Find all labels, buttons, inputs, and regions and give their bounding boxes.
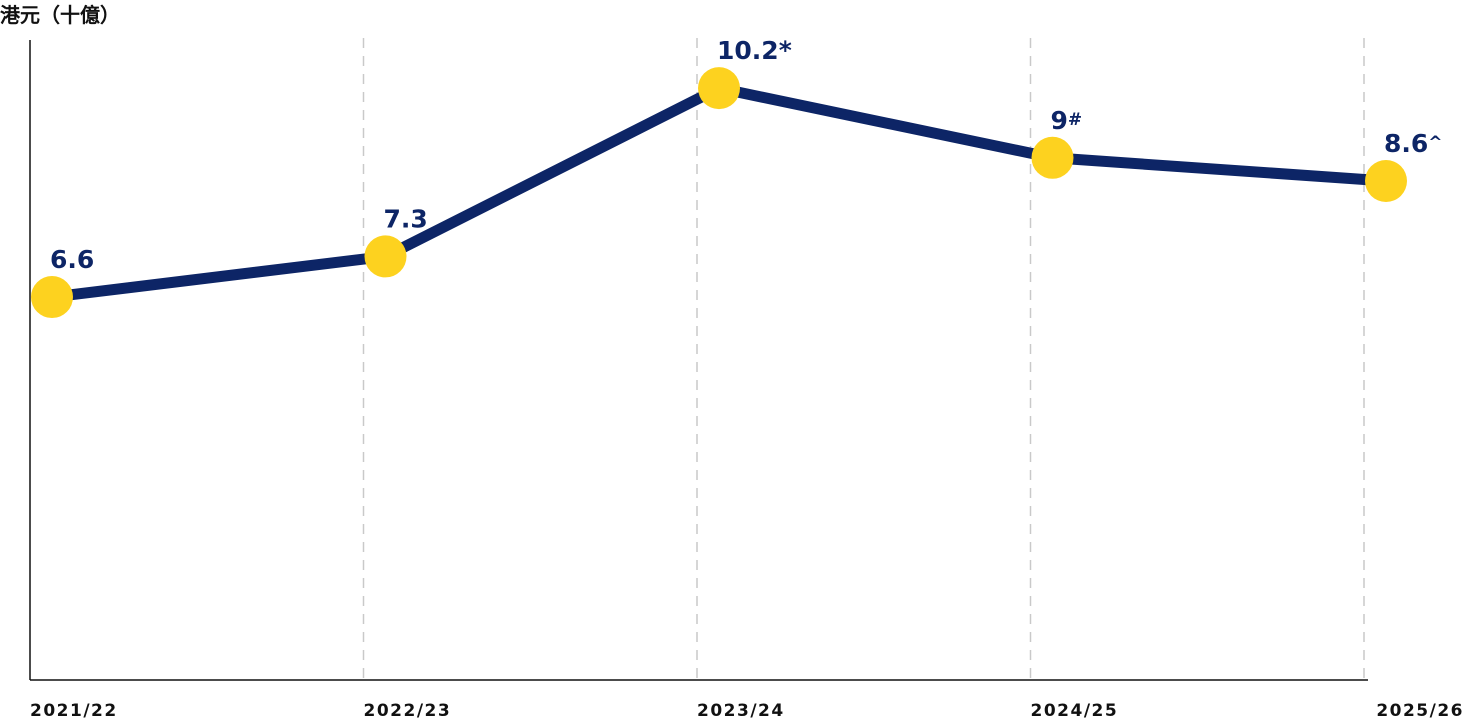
series: 6.6 7.3 10.2* 9# 8.6^	[31, 36, 1443, 319]
vertical-grid	[362, 38, 1365, 680]
x-tick-label: 2024/25	[1031, 701, 1119, 721]
data-label-2023/24: 10.2*	[717, 36, 792, 65]
x-axis-ticks: 2021/22 2022/23 2023/24 2024/25 2025/26	[30, 701, 1464, 721]
data-point-2022/23	[364, 235, 407, 278]
data-label-2021/22: 6.6	[50, 245, 94, 274]
data-point-2024/25	[1031, 136, 1074, 179]
x-tick-label: 2023/24	[697, 701, 785, 721]
data-point-2023/24	[698, 67, 740, 110]
data-label-2022/23: 7.3	[384, 204, 428, 233]
x-tick-label: 2022/23	[364, 701, 452, 721]
data-label-2025/26: 8.6^	[1384, 129, 1443, 158]
y-axis-label: 港元（十億）	[0, 3, 120, 27]
x-tick-label: 2021/22	[30, 701, 118, 721]
data-point-2025/26	[1365, 159, 1407, 202]
series-line	[46, 82, 1392, 303]
data-label-2024/25: 9#	[1051, 106, 1083, 135]
x-tick-label: 2025/26	[1376, 701, 1464, 721]
data-point-2021/22	[31, 276, 73, 319]
